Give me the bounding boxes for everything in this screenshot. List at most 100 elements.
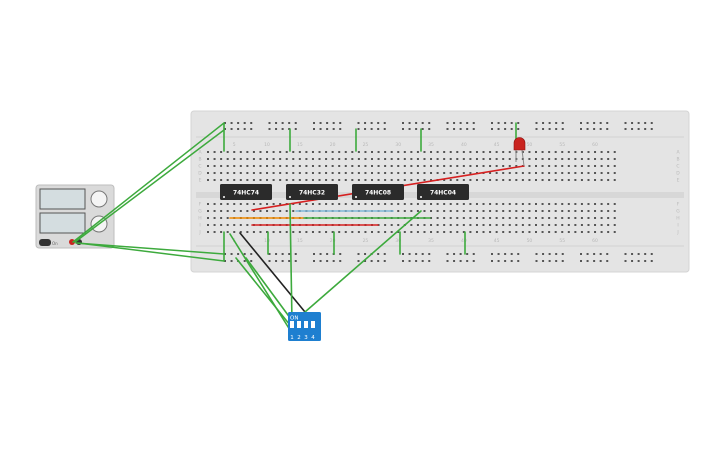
breadboard-hole[interactable] [555,253,558,255]
breadboard-hole[interactable] [344,203,347,205]
breadboard-hole[interactable] [561,253,564,255]
breadboard-hole[interactable] [226,179,229,181]
breadboard-hole[interactable] [554,158,557,160]
breadboard-hole[interactable] [528,158,531,160]
breadboard-hole[interactable] [446,128,449,130]
breadboard-hole[interactable] [220,224,223,226]
breadboard-hole[interactable] [436,224,439,226]
breadboard-hole[interactable] [331,151,334,153]
breadboard-hole[interactable] [587,217,590,219]
breadboard-hole[interactable] [528,217,531,219]
breadboard-hole[interactable] [475,179,478,181]
breadboard-hole[interactable] [600,151,603,153]
breadboard-hole[interactable] [390,158,393,160]
breadboard-hole[interactable] [292,151,295,153]
breadboard-hole[interactable] [246,151,249,153]
breadboard-hole[interactable] [489,165,492,167]
breadboard-hole[interactable] [462,203,465,205]
breadboard-hole[interactable] [207,179,209,181]
dip-toggle-4[interactable] [311,321,315,328]
breadboard-hole[interactable] [449,151,452,153]
breadboard-hole[interactable] [482,210,485,212]
breadboard-hole[interactable] [456,231,459,233]
breadboard-hole[interactable] [599,128,602,130]
breadboard-hole[interactable] [377,203,380,205]
breadboard-hole[interactable] [594,217,597,219]
breadboard-hole[interactable] [325,179,328,181]
breadboard-hole[interactable] [207,210,209,212]
breadboard-hole[interactable] [397,165,400,167]
breadboard-hole[interactable] [364,172,367,174]
breadboard-hole[interactable] [430,179,433,181]
breadboard-hole[interactable] [504,128,507,130]
breadboard-hole[interactable] [613,217,616,219]
breadboard-hole[interactable] [402,128,404,130]
breadboard-hole[interactable] [508,224,511,226]
breadboard-hole[interactable] [410,172,413,174]
breadboard-hole[interactable] [213,224,216,226]
breadboard-hole[interactable] [607,165,610,167]
breadboard-hole[interactable] [311,165,314,167]
breadboard-hole[interactable] [246,203,249,205]
breadboard-hole[interactable] [542,260,545,262]
breadboard-hole[interactable] [384,151,387,153]
breadboard-hole[interactable] [456,158,459,160]
breadboard-hole[interactable] [446,253,449,255]
breadboard-hole[interactable] [285,210,288,212]
breadboard-hole[interactable] [462,179,465,181]
breadboard-hole[interactable] [497,128,500,130]
breadboard-hole[interactable] [475,203,478,205]
breadboard-hole[interactable] [318,165,321,167]
breadboard-hole[interactable] [410,165,413,167]
breadboard-hole[interactable] [377,179,380,181]
breadboard-hole[interactable] [207,172,209,174]
wire-black-dip[interactable] [239,232,306,313]
breadboard-hole[interactable] [281,128,284,130]
breadboard-hole[interactable] [554,210,557,212]
breadboard-hole[interactable] [489,231,492,233]
breadboard-hole[interactable] [416,151,419,153]
breadboard-hole[interactable] [259,172,262,174]
breadboard-hole[interactable] [593,122,596,124]
breadboard-hole[interactable] [298,179,301,181]
dip-switch[interactable]: ON 1 2 3 4 [288,312,321,341]
breadboard-hole[interactable] [482,203,485,205]
breadboard-hole[interactable] [574,151,577,153]
breadboard-hole[interactable] [383,260,386,262]
breadboard-hole[interactable] [311,179,314,181]
breadboard-hole[interactable] [259,210,262,212]
breadboard-hole[interactable] [377,165,380,167]
breadboard-hole[interactable] [410,231,413,233]
breadboard-hole[interactable] [637,128,640,130]
breadboard-hole[interactable] [508,172,511,174]
breadboard-hole[interactable] [430,231,433,233]
breadboard-hole[interactable] [650,128,653,130]
breadboard-hole[interactable] [466,260,469,262]
breadboard-hole[interactable] [574,179,577,181]
breadboard-hole[interactable] [415,260,418,262]
breadboard-hole[interactable] [384,172,387,174]
breadboard-hole[interactable] [311,158,314,160]
breadboard-hole[interactable] [421,122,424,124]
breadboard-hole[interactable] [449,158,452,160]
breadboard-hole[interactable] [213,231,216,233]
breadboard-hole[interactable] [351,179,354,181]
breadboard-hole[interactable] [325,172,328,174]
breadboard-hole[interactable] [213,158,216,160]
breadboard-hole[interactable] [338,231,341,233]
breadboard-hole[interactable] [318,179,321,181]
breadboard-hole[interactable] [338,179,341,181]
breadboard-hole[interactable] [600,210,603,212]
breadboard-hole[interactable] [370,122,373,124]
breadboard-hole[interactable] [599,260,602,262]
breadboard-hole[interactable] [292,158,295,160]
breadboard-hole[interactable] [594,151,597,153]
breadboard-hole[interactable] [233,203,236,205]
voltage-knob[interactable] [90,190,108,208]
breadboard-hole[interactable] [292,231,295,233]
breadboard-hole[interactable] [555,260,558,262]
breadboard-hole[interactable] [587,203,590,205]
breadboard-hole[interactable] [502,217,505,219]
breadboard-hole[interactable] [331,165,334,167]
breadboard-hole[interactable] [298,158,301,160]
